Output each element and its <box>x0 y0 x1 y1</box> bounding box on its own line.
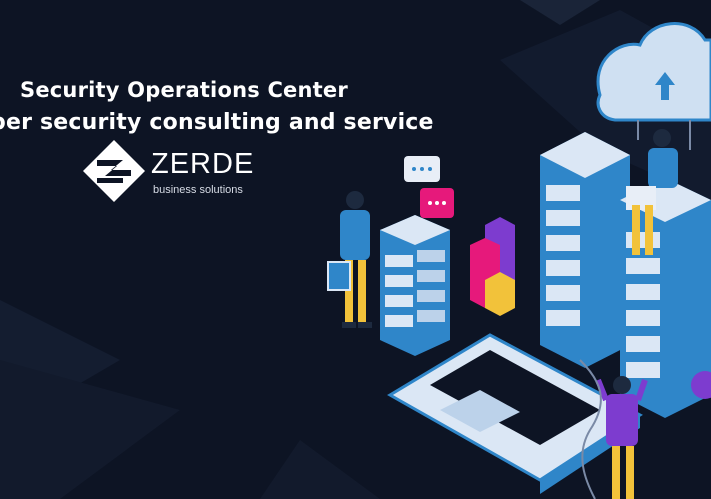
headline: Security Operations Center ber security … <box>0 78 711 138</box>
bar-chart-icon <box>470 217 515 316</box>
isometric-data-center-illustration <box>327 22 711 499</box>
server-tower-left <box>540 132 630 368</box>
server-tower-right <box>620 178 711 418</box>
headline-title: Security Operations Center <box>20 78 348 102</box>
brand-name: ZERDE <box>151 148 255 180</box>
person-icon <box>327 191 372 328</box>
brand-tagline: business solutions <box>153 184 243 196</box>
headline-subtitle: ber security consulting and service <box>0 110 434 135</box>
person-with-cable <box>595 376 648 499</box>
cloud-upload-icon <box>596 22 711 150</box>
server-rack-icon <box>380 215 450 356</box>
person-on-server <box>626 129 678 255</box>
zerde-logo-icon <box>83 140 145 202</box>
zerde-logo: ZERDE business solutions <box>83 140 273 202</box>
chat-bubble-icon <box>404 156 454 218</box>
